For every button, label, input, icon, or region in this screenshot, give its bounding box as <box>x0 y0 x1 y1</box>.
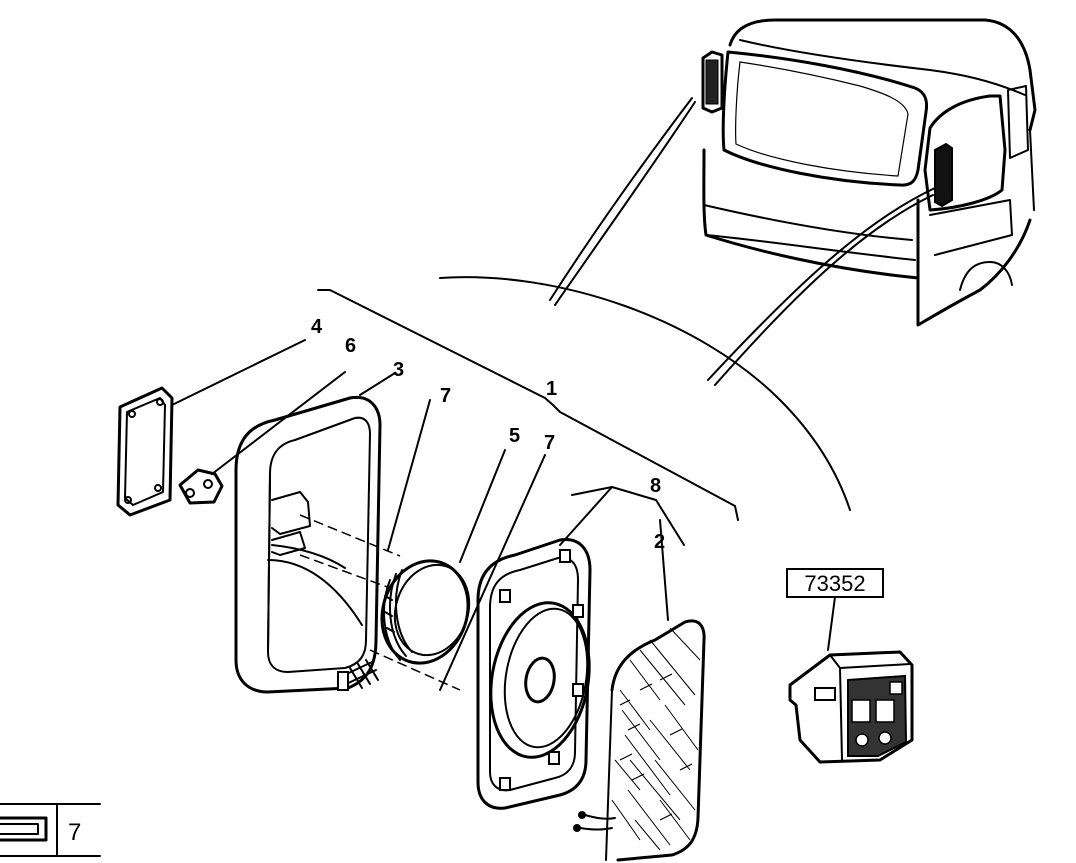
callout-7-second: 7 <box>544 432 555 454</box>
part-8-carrier-plate <box>476 486 613 810</box>
leader-line-right-mirror <box>714 194 934 386</box>
truck-cab-illustration <box>701 18 1037 327</box>
group-bracket-1 <box>317 289 739 521</box>
callout-7-first: 7 <box>440 385 451 407</box>
assembly-guide-line-2 <box>299 554 391 589</box>
sweep-arc <box>439 276 851 511</box>
callout-8: 8 <box>650 475 661 497</box>
callout-4: 4 <box>311 316 323 338</box>
leader-line-left-mirror <box>554 101 696 306</box>
callout-1: 1 <box>546 378 557 400</box>
leader-line-left-mirror-2 <box>549 97 693 301</box>
part-5-motor <box>380 449 506 665</box>
part-4-mounting-plate <box>116 339 306 517</box>
reference-box-frame <box>786 568 884 598</box>
callout-2: 2 <box>654 531 665 553</box>
part-3-mirror-housing <box>234 372 396 694</box>
page-tab-number: 7 <box>68 819 81 846</box>
switch-assembly-73352 <box>788 596 914 764</box>
leader-line-right-mirror-2 <box>707 187 936 381</box>
page-tab: 7 <box>0 803 101 857</box>
part-7-leader-2 <box>439 454 546 691</box>
assembly-guide-line-3 <box>369 649 461 691</box>
group-bracket-8 <box>571 486 685 546</box>
part-2-mirror-glass <box>573 519 706 862</box>
part-6-clip <box>178 371 346 505</box>
assembly-guide-line-1 <box>299 514 401 557</box>
callout-5: 5 <box>509 425 520 447</box>
reference-number-73352: 73352 <box>804 571 865 596</box>
callout-3: 3 <box>393 359 404 381</box>
callout-6: 6 <box>345 335 356 357</box>
part-7-cable <box>337 399 431 691</box>
